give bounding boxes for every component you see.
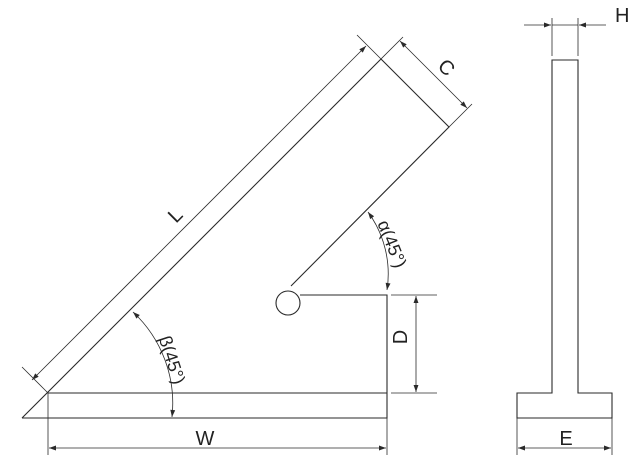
label-h: H — [615, 5, 629, 27]
dimension-l: L — [21, 34, 382, 394]
label-e: E — [559, 428, 572, 450]
label-beta: β(45°) — [155, 333, 189, 386]
dimension-c: C — [380, 36, 473, 128]
side-view: H E — [516, 5, 629, 455]
label-d: D — [390, 330, 412, 344]
label-l: L — [164, 204, 187, 227]
dimension-d: D — [390, 294, 437, 394]
label-c: C — [433, 55, 459, 81]
relief-hole — [275, 290, 301, 316]
dimension-w: W — [47, 393, 388, 455]
angle-beta: β(45°) — [132, 311, 189, 418]
angle-alpha: α(45°) — [367, 211, 411, 291]
side-outline — [516, 59, 613, 419]
label-alpha: α(45°) — [373, 217, 410, 271]
label-w: W — [196, 428, 215, 450]
